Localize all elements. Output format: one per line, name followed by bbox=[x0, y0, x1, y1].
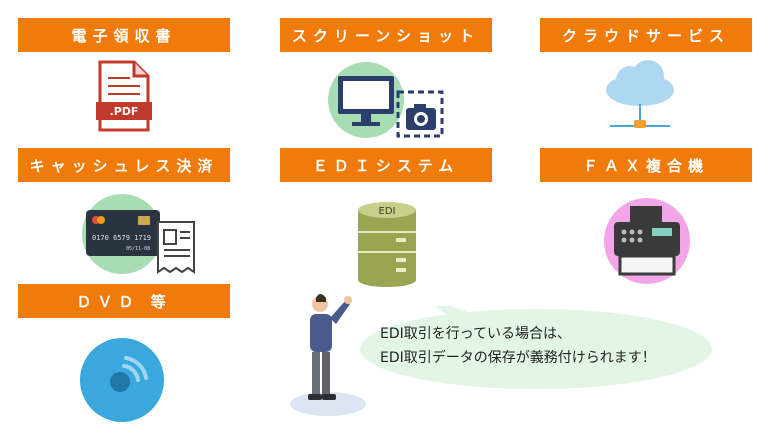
label-electronic-receipt: 電子領収書 bbox=[18, 18, 230, 52]
speech-bubble bbox=[360, 306, 712, 389]
speech-line-1: EDI取引を行っている場合は、 bbox=[380, 326, 572, 342]
database-icon: EDI bbox=[358, 202, 416, 287]
label-fax-machine: ＦＡＸ複合機 bbox=[540, 148, 752, 182]
disc-icon bbox=[80, 338, 164, 422]
label-cloud-service: クラウドサービス bbox=[540, 18, 752, 52]
speech-line-2: EDI取引データの保存が義務付けられます！ bbox=[380, 350, 656, 366]
cloud-network-icon bbox=[606, 60, 674, 128]
pdf-file-icon: .PDF bbox=[96, 60, 152, 132]
card-expiry-text: 05/11-08 bbox=[126, 246, 150, 252]
pdf-label-text: .PDF bbox=[110, 105, 139, 118]
fax-machine-icon bbox=[604, 198, 690, 284]
label-dvd: ＤＶＤ 等 bbox=[18, 284, 230, 318]
monitor-camera-icon bbox=[328, 62, 444, 138]
label-edi-system: ＥＤＩシステム bbox=[280, 148, 492, 182]
credit-card-receipt-icon: 0170 6579 1719 05/11-08 bbox=[82, 194, 195, 274]
person-pointing-illustration bbox=[290, 294, 366, 416]
label-cashless-payment: キャッシュレス決済 bbox=[18, 148, 230, 182]
speech-bubble-text: EDI取引を行っている場合は、 EDI取引データの保存が義務付けられます！ bbox=[380, 322, 700, 370]
edi-label-text: EDI bbox=[379, 206, 396, 217]
label-screenshot: スクリーンショット bbox=[280, 18, 492, 52]
card-number-text: 0170 6579 1719 bbox=[92, 234, 151, 242]
